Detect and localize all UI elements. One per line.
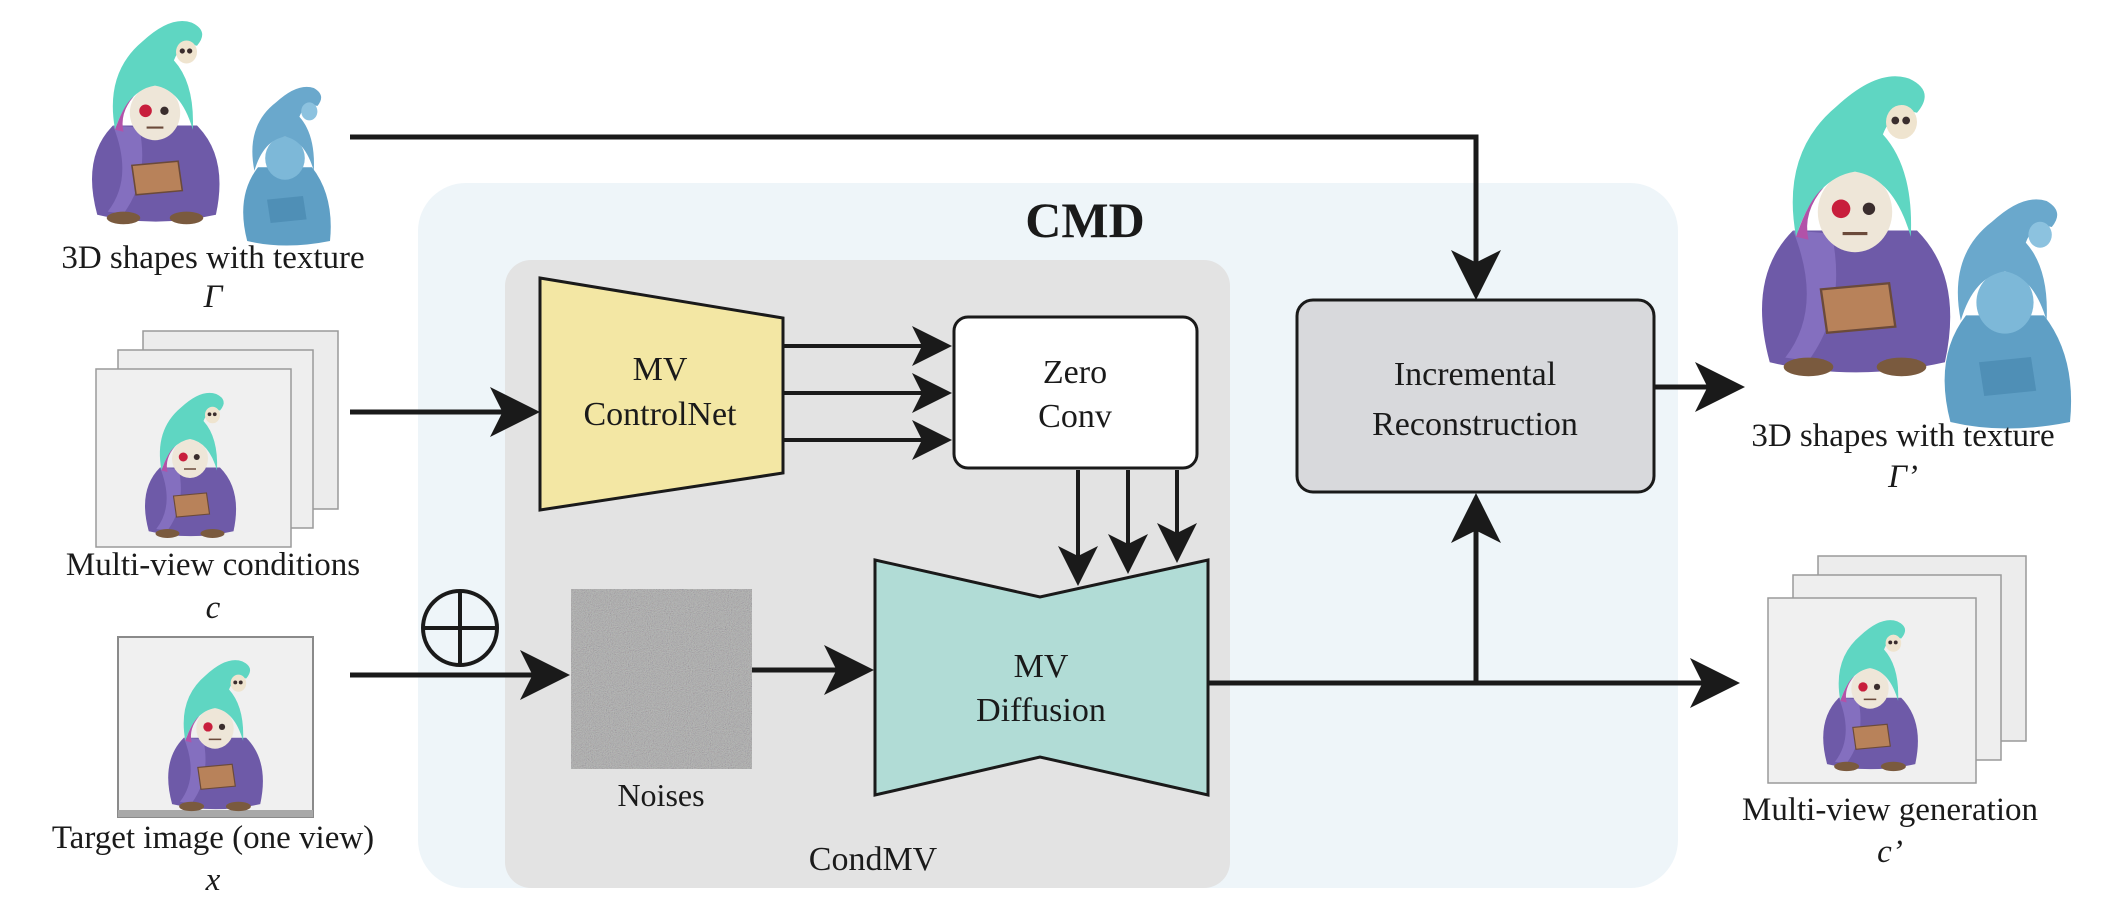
cmd-title: CMD	[1025, 192, 1144, 248]
conditions-symbol: c	[206, 590, 221, 626]
zero-conv-block	[952, 315, 1199, 470]
generation-symbol: c’	[1877, 834, 1903, 870]
diffusion-label-line2: Diffusion	[976, 692, 1106, 729]
zero-conv-label-line1: Zero	[1043, 354, 1107, 391]
input-clay-shape-icon	[243, 86, 331, 246]
input-shapes-symbol: Γ	[203, 279, 224, 315]
arrow-shapes-to-reconstruction	[350, 134, 1501, 300]
controlnet-label-line2: ControlNet	[584, 396, 738, 433]
zero-conv-label-line2: Conv	[1038, 398, 1112, 435]
output-shapes-label: 3D shapes with texture	[1751, 418, 2054, 454]
circled-plus-icon	[421, 589, 499, 667]
output-clay-shape-icon	[1944, 199, 2072, 429]
controlnet-label-line1: MV	[633, 351, 688, 388]
diffusion-label-line1: MV	[1014, 648, 1069, 685]
target-label: Target image (one view)	[52, 820, 374, 856]
condmv-label: CondMV	[809, 841, 938, 878]
conditions-label: Multi-view conditions	[66, 547, 360, 583]
input-textured-shape-icon	[90, 19, 221, 226]
multiview-conditions-stack	[95, 330, 339, 548]
mv-controlnet-block	[538, 276, 785, 512]
noise-texture	[571, 589, 752, 769]
generation-label: Multi-view generation	[1742, 792, 2038, 828]
incremental-reconstruction-block	[1295, 298, 1656, 494]
target-image-frame	[117, 636, 314, 818]
noises-label: Noises	[617, 777, 704, 813]
noise-tint	[571, 589, 752, 769]
reconstruction-label-line1: Incremental	[1394, 356, 1556, 393]
output-shapes-symbol: Γ’	[1887, 459, 1918, 495]
target-symbol: x	[205, 862, 221, 898]
output-textured-shape-icon	[1760, 74, 1952, 378]
input-shapes-label: 3D shapes with texture	[61, 240, 364, 276]
mv-diffusion-block	[873, 558, 1210, 797]
multiview-generation-stack	[1767, 555, 2027, 784]
reconstruction-label-line2: Reconstruction	[1372, 406, 1578, 443]
